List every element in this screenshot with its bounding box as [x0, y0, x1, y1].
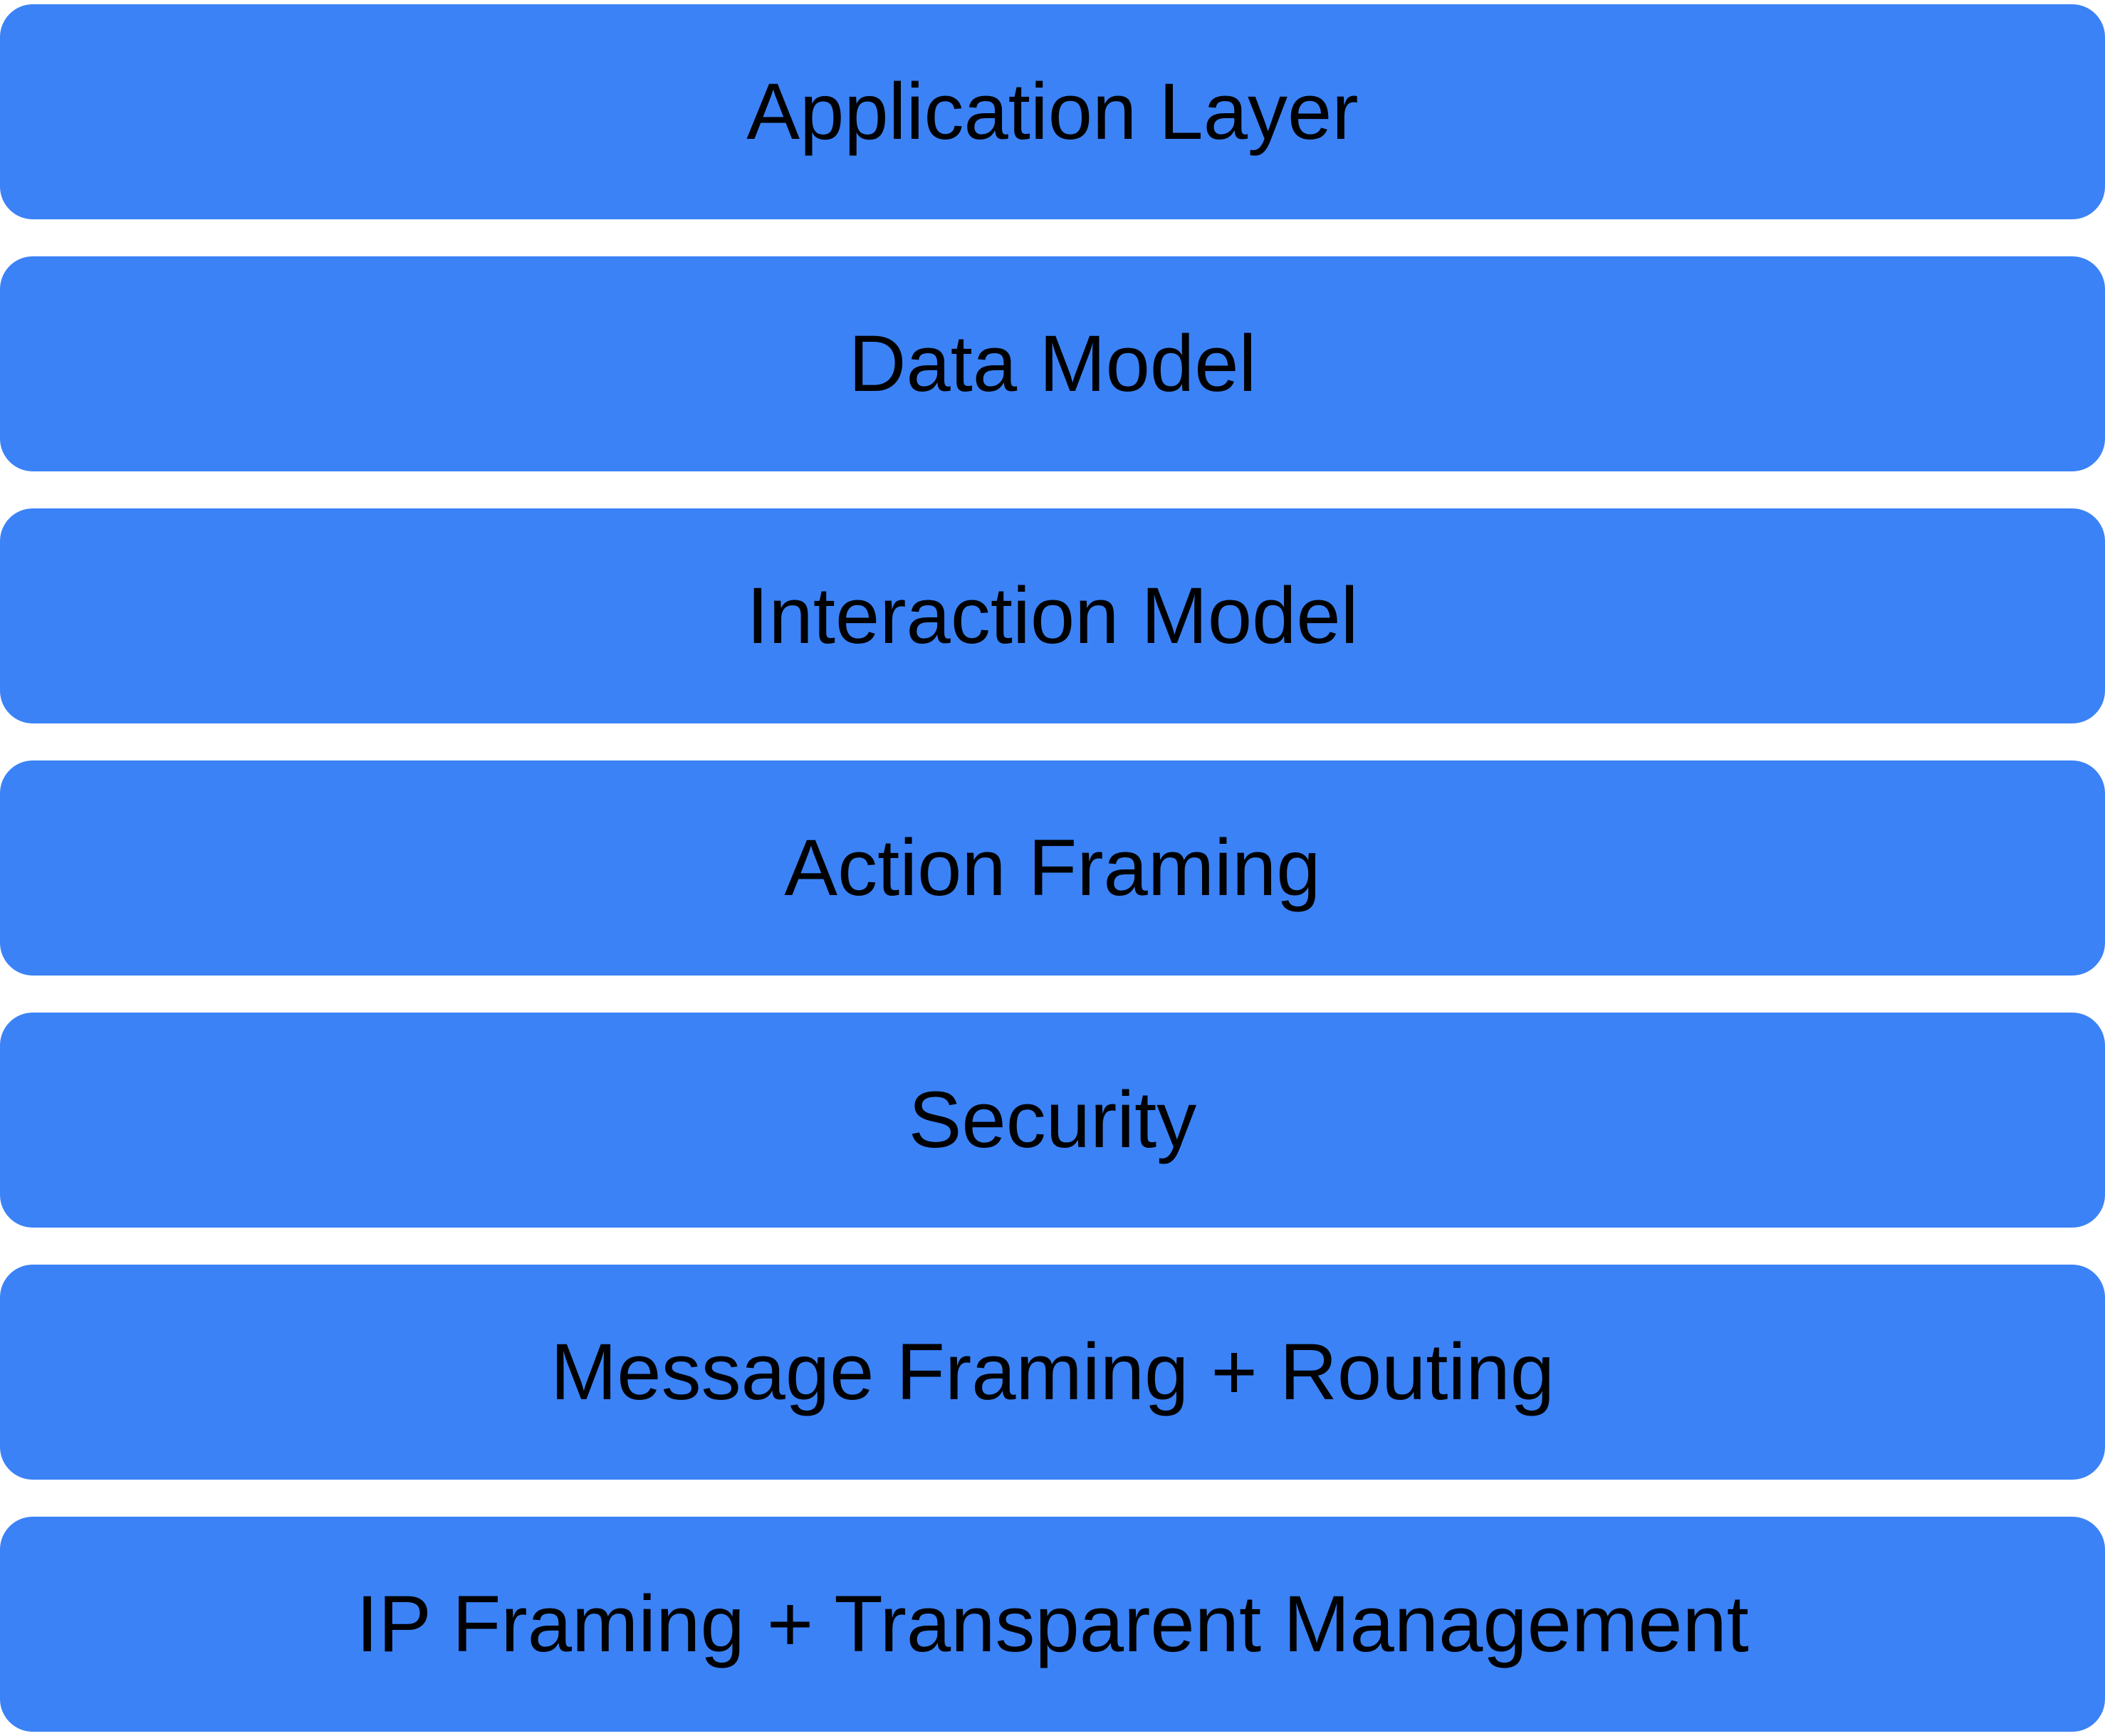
- layer-interaction-model: Interaction Model: [0, 508, 2105, 723]
- layer-data-model-label: Data Model: [848, 319, 1257, 408]
- layer-security-label: Security: [908, 1075, 1197, 1164]
- protocol-stack-diagram: Application Layer Data Model Interaction…: [0, 4, 2105, 1732]
- layer-action-framing-label: Action Framing: [784, 823, 1321, 912]
- layer-message-framing-routing-label: Message Framing + Routing: [550, 1327, 1555, 1416]
- layer-ip-framing-transparent-management: IP Framing + Transparent Management: [0, 1517, 2105, 1732]
- layer-security: Security: [0, 1013, 2105, 1228]
- layer-message-framing-routing: Message Framing + Routing: [0, 1265, 2105, 1480]
- layer-ip-framing-transparent-management-label: IP Framing + Transparent Management: [356, 1579, 1749, 1668]
- layer-application-layer-label: Application Layer: [746, 67, 1359, 156]
- layer-action-framing: Action Framing: [0, 760, 2105, 976]
- layer-data-model: Data Model: [0, 256, 2105, 471]
- layer-interaction-model-label: Interaction Model: [746, 571, 1359, 660]
- layer-application-layer: Application Layer: [0, 4, 2105, 219]
